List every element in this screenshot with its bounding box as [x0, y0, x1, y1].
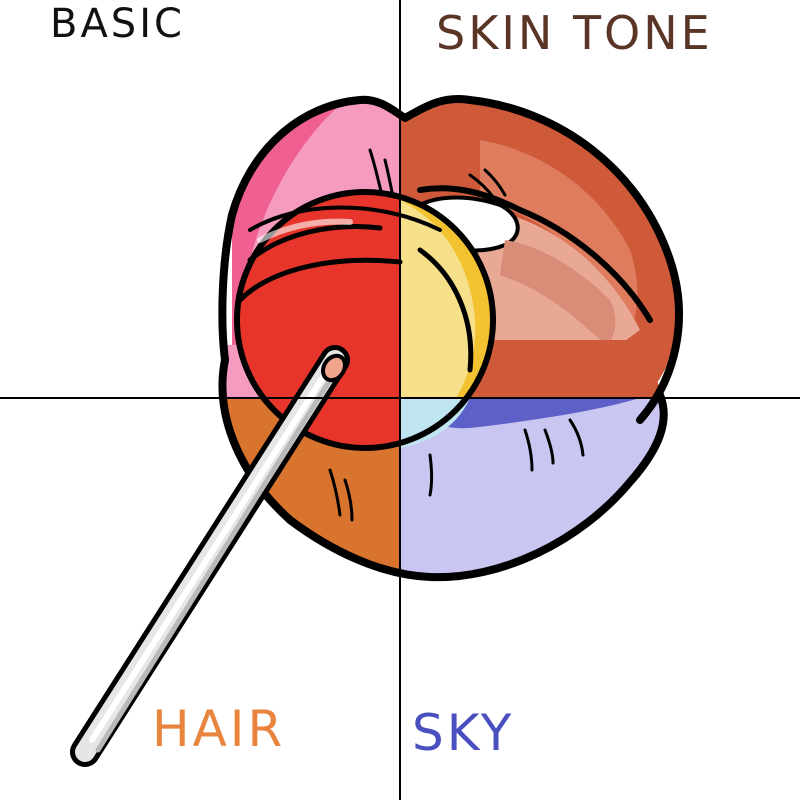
lollipop-stick	[70, 345, 350, 767]
lollipop-candy	[234, 189, 496, 451]
label-basic: BASIC	[50, 1, 185, 47]
lip-texture	[328, 148, 585, 522]
label-skin-tone: SKIN TONE	[436, 6, 713, 60]
label-hair: HAIR	[152, 700, 286, 758]
label-sky: SKY	[412, 704, 515, 762]
lips-outline	[218, 95, 683, 582]
